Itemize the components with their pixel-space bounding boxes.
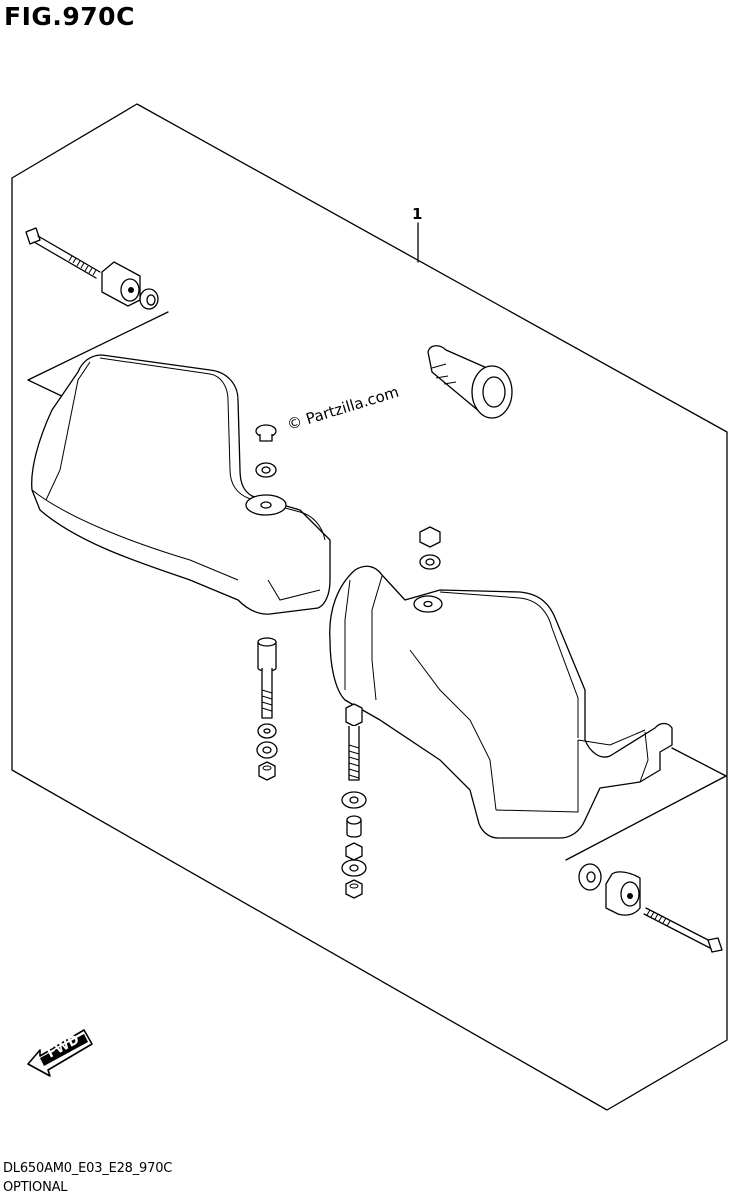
washer-left-top bbox=[255, 462, 277, 478]
nut-left bbox=[258, 761, 276, 781]
washer-right-2 bbox=[341, 859, 367, 877]
washer-left-1 bbox=[257, 723, 277, 739]
figure-title: FIG.970C bbox=[4, 2, 135, 31]
handguard-right bbox=[329, 565, 673, 839]
nut-right-bottom bbox=[345, 879, 363, 899]
watermark: © Partzilla.com bbox=[285, 383, 401, 434]
rubber-cap bbox=[427, 345, 513, 419]
kit-boundary bbox=[11, 103, 728, 1111]
socket-bolt-left bbox=[257, 637, 277, 719]
spacer-right bbox=[346, 815, 362, 838]
nut-right-mid bbox=[345, 842, 363, 861]
footer-code: DL650AM0_E03_E28_970C bbox=[3, 1161, 173, 1176]
bolt-left bbox=[25, 227, 101, 279]
hex-bolt-right bbox=[345, 703, 363, 781]
attach-line-right bbox=[565, 747, 727, 861]
bolt-right bbox=[643, 907, 723, 953]
screw-left bbox=[255, 424, 277, 442]
callout-number: 1 bbox=[412, 205, 422, 223]
handguard-left bbox=[31, 354, 331, 615]
fwd-arrow-icon: FWD bbox=[27, 1029, 93, 1077]
washer-right-1 bbox=[341, 791, 367, 809]
footer-note: OPTIONAL bbox=[3, 1180, 68, 1195]
collar-left bbox=[139, 288, 159, 310]
collar-right bbox=[578, 863, 602, 891]
lock-washer-left bbox=[256, 741, 278, 759]
bar-end-weight-left bbox=[101, 261, 141, 307]
bar-end-weight-right bbox=[605, 871, 641, 916]
washer-right-top bbox=[419, 554, 441, 570]
nut-right-top bbox=[419, 526, 441, 548]
attach-line-left bbox=[27, 311, 169, 401]
